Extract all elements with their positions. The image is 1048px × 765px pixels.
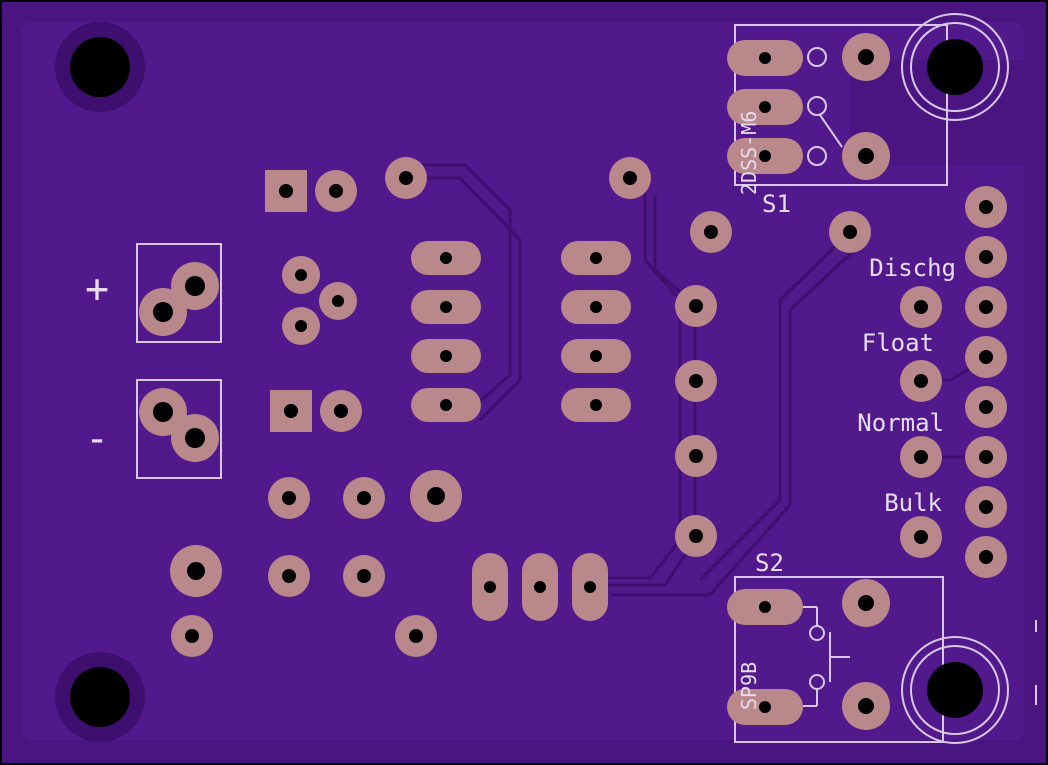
- minus-label: -: [85, 416, 109, 462]
- bulk-label: Bulk: [884, 489, 942, 517]
- power-connector-minus: [136, 379, 222, 479]
- power-connector-plus: [136, 243, 222, 343]
- s1-label: S1: [762, 190, 791, 218]
- switch-s2: [727, 576, 1037, 744]
- plus-label: +: [85, 266, 109, 312]
- middle-column-pads: [675, 211, 871, 557]
- float-label: Float: [862, 329, 934, 357]
- switch-s1: [727, 13, 1025, 186]
- mounting-hole-top-left: [55, 22, 145, 112]
- s2-label: S2: [755, 549, 784, 577]
- dischg-label: Dischg: [869, 254, 956, 282]
- mounting-hole-bottom-left: [55, 652, 145, 742]
- dip-ic-pads: [411, 241, 631, 422]
- transistor-pads: [472, 553, 608, 621]
- s2-part-label: SP9B: [737, 662, 761, 710]
- s1-part-label: 2DSS-M6: [737, 111, 761, 195]
- led-pads: [900, 286, 942, 558]
- component-pads-left: [170, 157, 732, 657]
- normal-label: Normal: [857, 409, 944, 437]
- header-pins: [965, 186, 1007, 578]
